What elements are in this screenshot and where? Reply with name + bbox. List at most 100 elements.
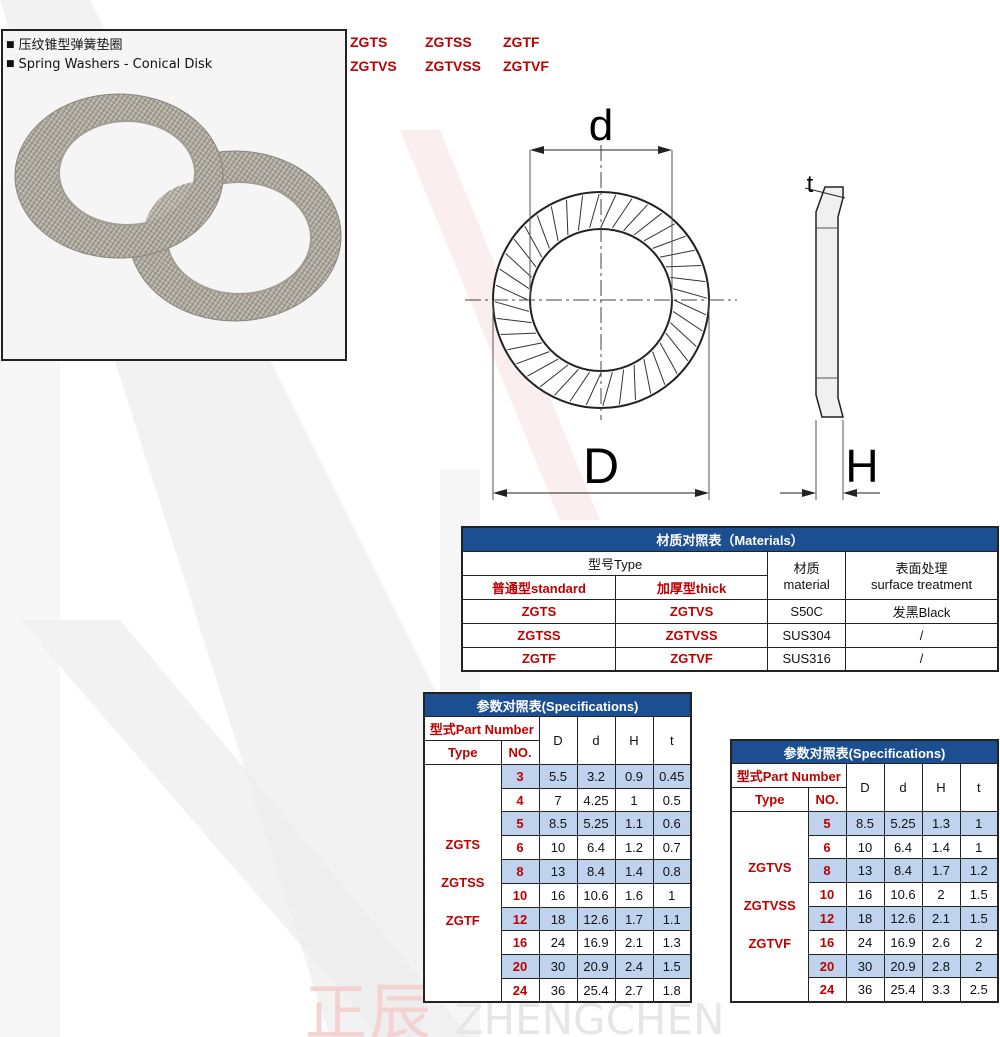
washer-tooth-line (539, 364, 569, 388)
t-cell: 1 (652, 882, 692, 908)
H-cell: 1.3 (921, 810, 961, 836)
D-cell: 10 (845, 834, 885, 860)
materials-row: ZGTS ZGTVS S50C 发黑Black (461, 598, 999, 624)
washer-tooth-line (673, 299, 707, 316)
t-cell: 1.8 (652, 978, 692, 1003)
watermark-cn: 正辰 (305, 976, 434, 1037)
D-cell: 8.5 (538, 811, 578, 837)
no-cell: 20 (500, 954, 540, 980)
d-cell: 12.6 (883, 906, 923, 931)
no-cell: 6 (500, 835, 540, 861)
H-cell: 1.4 (614, 859, 654, 884)
washer-tooth-line (633, 364, 636, 401)
surface-cell: / (845, 622, 999, 648)
washer-tooth-line (495, 284, 529, 301)
no-cell: 20 (807, 953, 847, 979)
no-cell: 16 (807, 929, 847, 955)
materials-row: ZGTSS ZGTVSS SUS304 / (461, 622, 999, 648)
no-cell: 5 (807, 810, 847, 836)
type-name: ZGTSS (441, 875, 485, 891)
washer-photo-illustration (14, 93, 342, 322)
no-cell: 4 (500, 787, 540, 813)
d-cell: 6.4 (883, 834, 923, 860)
H-cell: 0.9 (614, 763, 654, 789)
washer-tooth-line (550, 206, 559, 241)
t-cell: 1.3 (652, 930, 692, 956)
col-d-header: d (883, 763, 923, 812)
washer-tooth-line (643, 223, 675, 242)
d-cell: 25.4 (576, 978, 616, 1003)
code-zgtf: ZGTF (503, 34, 540, 50)
D-cell: 36 (845, 977, 885, 1003)
H-cell: 2.1 (614, 930, 654, 956)
part-number-header: 型式Part Number (423, 716, 540, 742)
no-cell: 24 (500, 978, 540, 1003)
D-cell: 30 (538, 954, 578, 980)
D-cell: 16 (845, 882, 885, 908)
material-header-en: material (783, 577, 830, 592)
d-cell: 16.9 (576, 930, 616, 956)
product-name-cn-text: 压纹锥型弹簧垫圈 (18, 38, 123, 53)
d-cell: 10.6 (576, 882, 616, 908)
H-cell: 2.8 (921, 953, 961, 979)
d-cell: 3.2 (576, 763, 616, 789)
spec-thick-title: 参数对照表(Specifications) (730, 739, 999, 765)
d-cell: 5.25 (883, 810, 923, 836)
D-cell: 13 (538, 859, 578, 884)
no-cell: 3 (500, 763, 540, 789)
d-cell: 4.25 (576, 787, 616, 813)
washer-tooth-line (513, 238, 537, 268)
D-cell: 13 (845, 858, 885, 884)
product-name-en-text: Spring Washers - Conical Disk (18, 57, 213, 72)
d-cell: 8.4 (883, 858, 923, 884)
product-name-en: ■Spring Washers - Conical Disk (6, 57, 212, 72)
inner-diameter-dimension: d (529, 101, 673, 300)
H-cell: 2.4 (614, 954, 654, 980)
spec-table-thick: 参数对照表(Specifications) 型式Part Number D d … (730, 739, 999, 1003)
materials-row: ZGTF ZGTVF SUS316 / (461, 646, 999, 672)
washer-tooth-line (618, 369, 625, 405)
col-H-header: H (614, 716, 654, 765)
t-cell: 0.6 (652, 811, 692, 837)
D-cell: 10 (538, 835, 578, 861)
t-cell: 0.8 (652, 859, 692, 884)
washer-tooth-line (500, 332, 537, 335)
d-cell: 6.4 (576, 835, 616, 861)
t-cell: 2 (959, 953, 999, 979)
t-cell: 1 (959, 834, 999, 860)
bullet-icon: ■ (6, 40, 15, 50)
t-cell: 1.1 (652, 906, 692, 932)
t-cell: 1.5 (959, 906, 999, 931)
t-cell: 1.5 (652, 954, 692, 980)
type-header: 型号Type (461, 550, 769, 576)
H-cell: 1.1 (614, 811, 654, 837)
type-name: ZGTS (445, 837, 481, 853)
washer-tooth-line (577, 195, 584, 231)
t-cell: 0.7 (652, 835, 692, 861)
washer-tooth-line (554, 369, 579, 396)
type-name: ZGTF (445, 913, 480, 929)
d-cell: 25.4 (883, 977, 923, 1003)
no-cell: 5 (500, 811, 540, 837)
washer-tooth-line (524, 226, 543, 258)
product-name-cn: ■压纹锥型弹簧垫圈 (6, 34, 123, 53)
no-cell: 10 (807, 882, 847, 908)
thick-cell: ZGTVS (614, 598, 769, 624)
no-cell: 12 (500, 906, 540, 932)
washer-side-view: t H (780, 171, 880, 500)
d-cell: 8.4 (576, 859, 616, 884)
washer-tooth-line (602, 371, 613, 407)
no-header: NO. (807, 787, 847, 812)
washer-tooth-line (600, 194, 617, 228)
materials-table: 材质对照表（Materials） 型号Type 材质 material 表面处理… (461, 526, 999, 672)
